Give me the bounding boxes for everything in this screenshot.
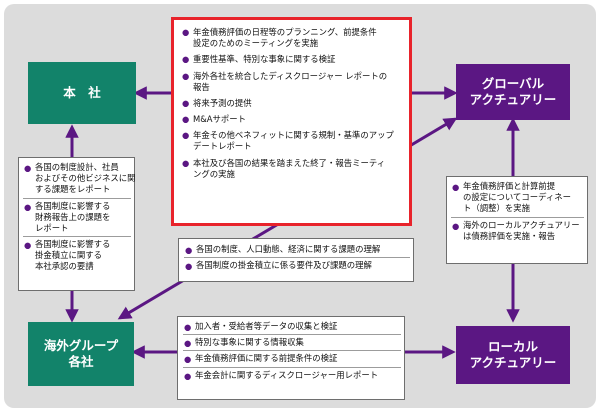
entity-honsha: 本 社 [28, 62, 136, 124]
middle-list: ● 各国の制度、人口動態、経済に関する課題の理解 ● 各国制度の掛金積立に係る要… [184, 244, 410, 271]
center-list: ● 年金債務評価の日程等のプランニング、前提条件 設定のためのミーティングを実施… [181, 26, 404, 180]
bottom-item-line: 年金債務評価に関する前提条件の検証 [195, 353, 338, 364]
right-item-line: ト（調整）を実施 [463, 203, 530, 214]
entity-global-actuary: グローバル アクチュアリー [456, 64, 570, 120]
left-item-line: する課題をレポート [35, 184, 111, 195]
right-separator [451, 216, 584, 218]
center-item-line: 設定のためのミーティングを実施 [193, 38, 319, 49]
right-item-line: 年金債務評価と計算前提 [463, 181, 556, 191]
left-item: ● 各国の制度設計、社員 およびその他ビジネスに関 する課題をレポート [23, 162, 136, 196]
bullet-icon: ● [184, 370, 192, 381]
center-item-line: 海外各社を統合したディスクロージャー レポートの [193, 70, 388, 81]
box-center-honsha-global: ● 年金債務評価の日程等のプランニング、前提条件 設定のためのミーティングを実施… [171, 17, 412, 226]
middle-item-line: 各国の制度、人口動態、経済に関する課題の理解 [196, 244, 381, 254]
center-item-line: 年金債務評価の日程等のプランニング、前提条件 [193, 27, 377, 37]
bottom-item: ● 加入者・受給者等データの収集と検証 [183, 321, 401, 332]
center-item: ● M&Aサポート [181, 113, 404, 125]
left-separator [23, 197, 131, 199]
center-item-line: M&Aサポート [193, 114, 246, 125]
left-item-line: 各国制度に影響する [35, 200, 111, 211]
left-item-line: 本社承認の要請 [35, 261, 94, 272]
bullet-icon: ● [184, 322, 192, 332]
box-bottom-overseas-local: ● 加入者・受給者等データの収集と検証 ● 特別な事象に関する情報収集 ● 年金… [177, 316, 405, 400]
center-item: ● 年金債務評価の日程等のプランニング、前提条件 設定のためのミーティングを実施 [181, 26, 404, 49]
center-item: ● 年金その他ベネフィットに関する規制・基準のアップ デートレポート [181, 129, 404, 152]
entity-local-actuary-line-2: アクチュアリー [469, 355, 557, 370]
left-item-line: およびその他ビジネスに関 [35, 173, 136, 184]
bullet-icon: ● [182, 114, 190, 125]
bottom-item: ● 年金債務評価に関する前提条件の検証 [183, 353, 401, 364]
entity-overseas-group-line-1: 海外グループ [43, 337, 119, 353]
box-right-global-local: ● 年金債務評価と計算前提 の設定についてコーディネー ト（調整）を実施 ● 海… [446, 176, 588, 264]
center-item-line: デートレポート [193, 141, 252, 152]
entity-global-actuary-line-2: アクチュアリー [469, 92, 557, 107]
center-item-line: 報告 [193, 81, 210, 92]
entity-overseas-group: 海外グループ 各社 [28, 322, 134, 386]
left-item-line: 掛金積立に関する [35, 250, 102, 261]
bottom-item-line: 年金会計に関するディスクロージャー用レポート [195, 369, 379, 380]
entity-honsha-label: 本 社 [63, 84, 101, 100]
bullet-icon: ● [182, 157, 190, 168]
middle-item-line: 各国制度の掛金積立に係る要件及び課題の理解 [196, 260, 372, 271]
entity-global-actuary-line-1: グローバル [481, 75, 545, 91]
left-item: ● 各国制度に影響する 掛金積立に関する 本社承認の要請 [23, 239, 131, 273]
middle-separator [184, 257, 410, 259]
box-left-honsha-overseas: ● 各国の制度設計、社員 およびその他ビジネスに関 する課題をレポート ● 各国… [18, 157, 136, 291]
bullet-icon: ● [24, 240, 32, 251]
center-item-line: 年金その他ベネフィットに関する規制・基準のアップ [193, 130, 394, 141]
bottom-item-line: 加入者・受給者等データの収集と検証 [195, 321, 338, 331]
bullet-icon: ● [185, 261, 193, 272]
bullet-icon: ● [452, 182, 460, 192]
bullet-icon: ● [24, 201, 32, 212]
entity-local-actuary: ローカル アクチュアリー [456, 326, 570, 384]
bullet-icon: ● [452, 220, 460, 231]
entity-local-actuary-line-1: ローカル [487, 338, 538, 354]
right-item-line: 海外のローカルアクチュアリー [463, 219, 580, 230]
left-item: ● 各国制度に影響する 財務報告上の課題を レポート [23, 201, 131, 235]
entity-overseas-group-line-2: 各社 [68, 354, 94, 369]
bottom-item-line: 特別な事象に関する情報収集 [195, 337, 304, 348]
right-item-line: は債務評価を実施・報告 [463, 230, 556, 241]
center-item-line: 本社及び各国の結果を踏まえた終了・報告ミーティ [193, 157, 386, 168]
center-item: ● 将来予測の提供 [181, 97, 404, 109]
bottom-list: ● 加入者・受給者等データの収集と検証 ● 特別な事象に関する情報収集 ● 年金… [183, 321, 401, 381]
center-item-line: ングの実施 [193, 168, 235, 179]
bottom-separator [183, 334, 401, 336]
center-item: ● 海外各社を統合したディスクロージャー レポートの 報告 [181, 70, 404, 93]
left-item-line: レポート [35, 222, 69, 233]
center-item: ● 重要性基準、特別な事象に関する検証 [181, 53, 404, 65]
bullet-icon: ● [182, 27, 190, 37]
bullet-icon: ● [24, 163, 32, 173]
bottom-separator [183, 350, 401, 352]
center-item-line: 重要性基準、特別な事象に関する検証 [193, 54, 336, 65]
bullet-icon: ● [182, 70, 190, 81]
middle-item: ● 各国の制度、人口動態、経済に関する課題の理解 [184, 244, 410, 255]
middle-item: ● 各国制度の掛金積立に係る要件及び課題の理解 [184, 260, 410, 271]
bullet-icon: ● [185, 245, 193, 255]
left-item-line: 各国の制度設計、社員 [35, 162, 119, 172]
left-separator [23, 236, 131, 238]
center-item: ● 本社及び各国の結果を踏まえた終了・報告ミーティ ングの実施 [181, 157, 404, 180]
left-item-line: 財務報告上の課題を [35, 211, 111, 222]
bullet-icon: ● [184, 338, 192, 349]
bottom-separator [183, 366, 401, 368]
left-list: ● 各国の制度設計、社員 およびその他ビジネスに関 する課題をレポート ● 各国… [23, 162, 136, 273]
right-item-line: の設定についてコーディネー [463, 192, 572, 203]
bullet-icon: ● [182, 130, 190, 141]
center-item-line: 将来予測の提供 [193, 97, 252, 108]
right-item: ● 海外のローカルアクチュアリー は債務評価を実施・報告 [451, 220, 584, 242]
right-item: ● 年金債務評価と計算前提 の設定についてコーディネー ト（調整）を実施 [451, 181, 584, 215]
bottom-item: ● 年金会計に関するディスクロージャー用レポート [183, 370, 401, 381]
bullet-icon: ● [184, 354, 192, 365]
bullet-icon: ● [182, 54, 190, 65]
box-middle-overseas-global: ● 各国の制度、人口動態、経済に関する課題の理解 ● 各国制度の掛金積立に係る要… [178, 238, 414, 282]
bullet-icon: ● [182, 97, 190, 108]
left-item-line: 各国制度に影響する [35, 239, 111, 250]
bottom-item: ● 特別な事象に関する情報収集 [183, 337, 401, 348]
right-list: ● 年金債務評価と計算前提 の設定についてコーディネー ト（調整）を実施 ● 海… [451, 181, 584, 242]
